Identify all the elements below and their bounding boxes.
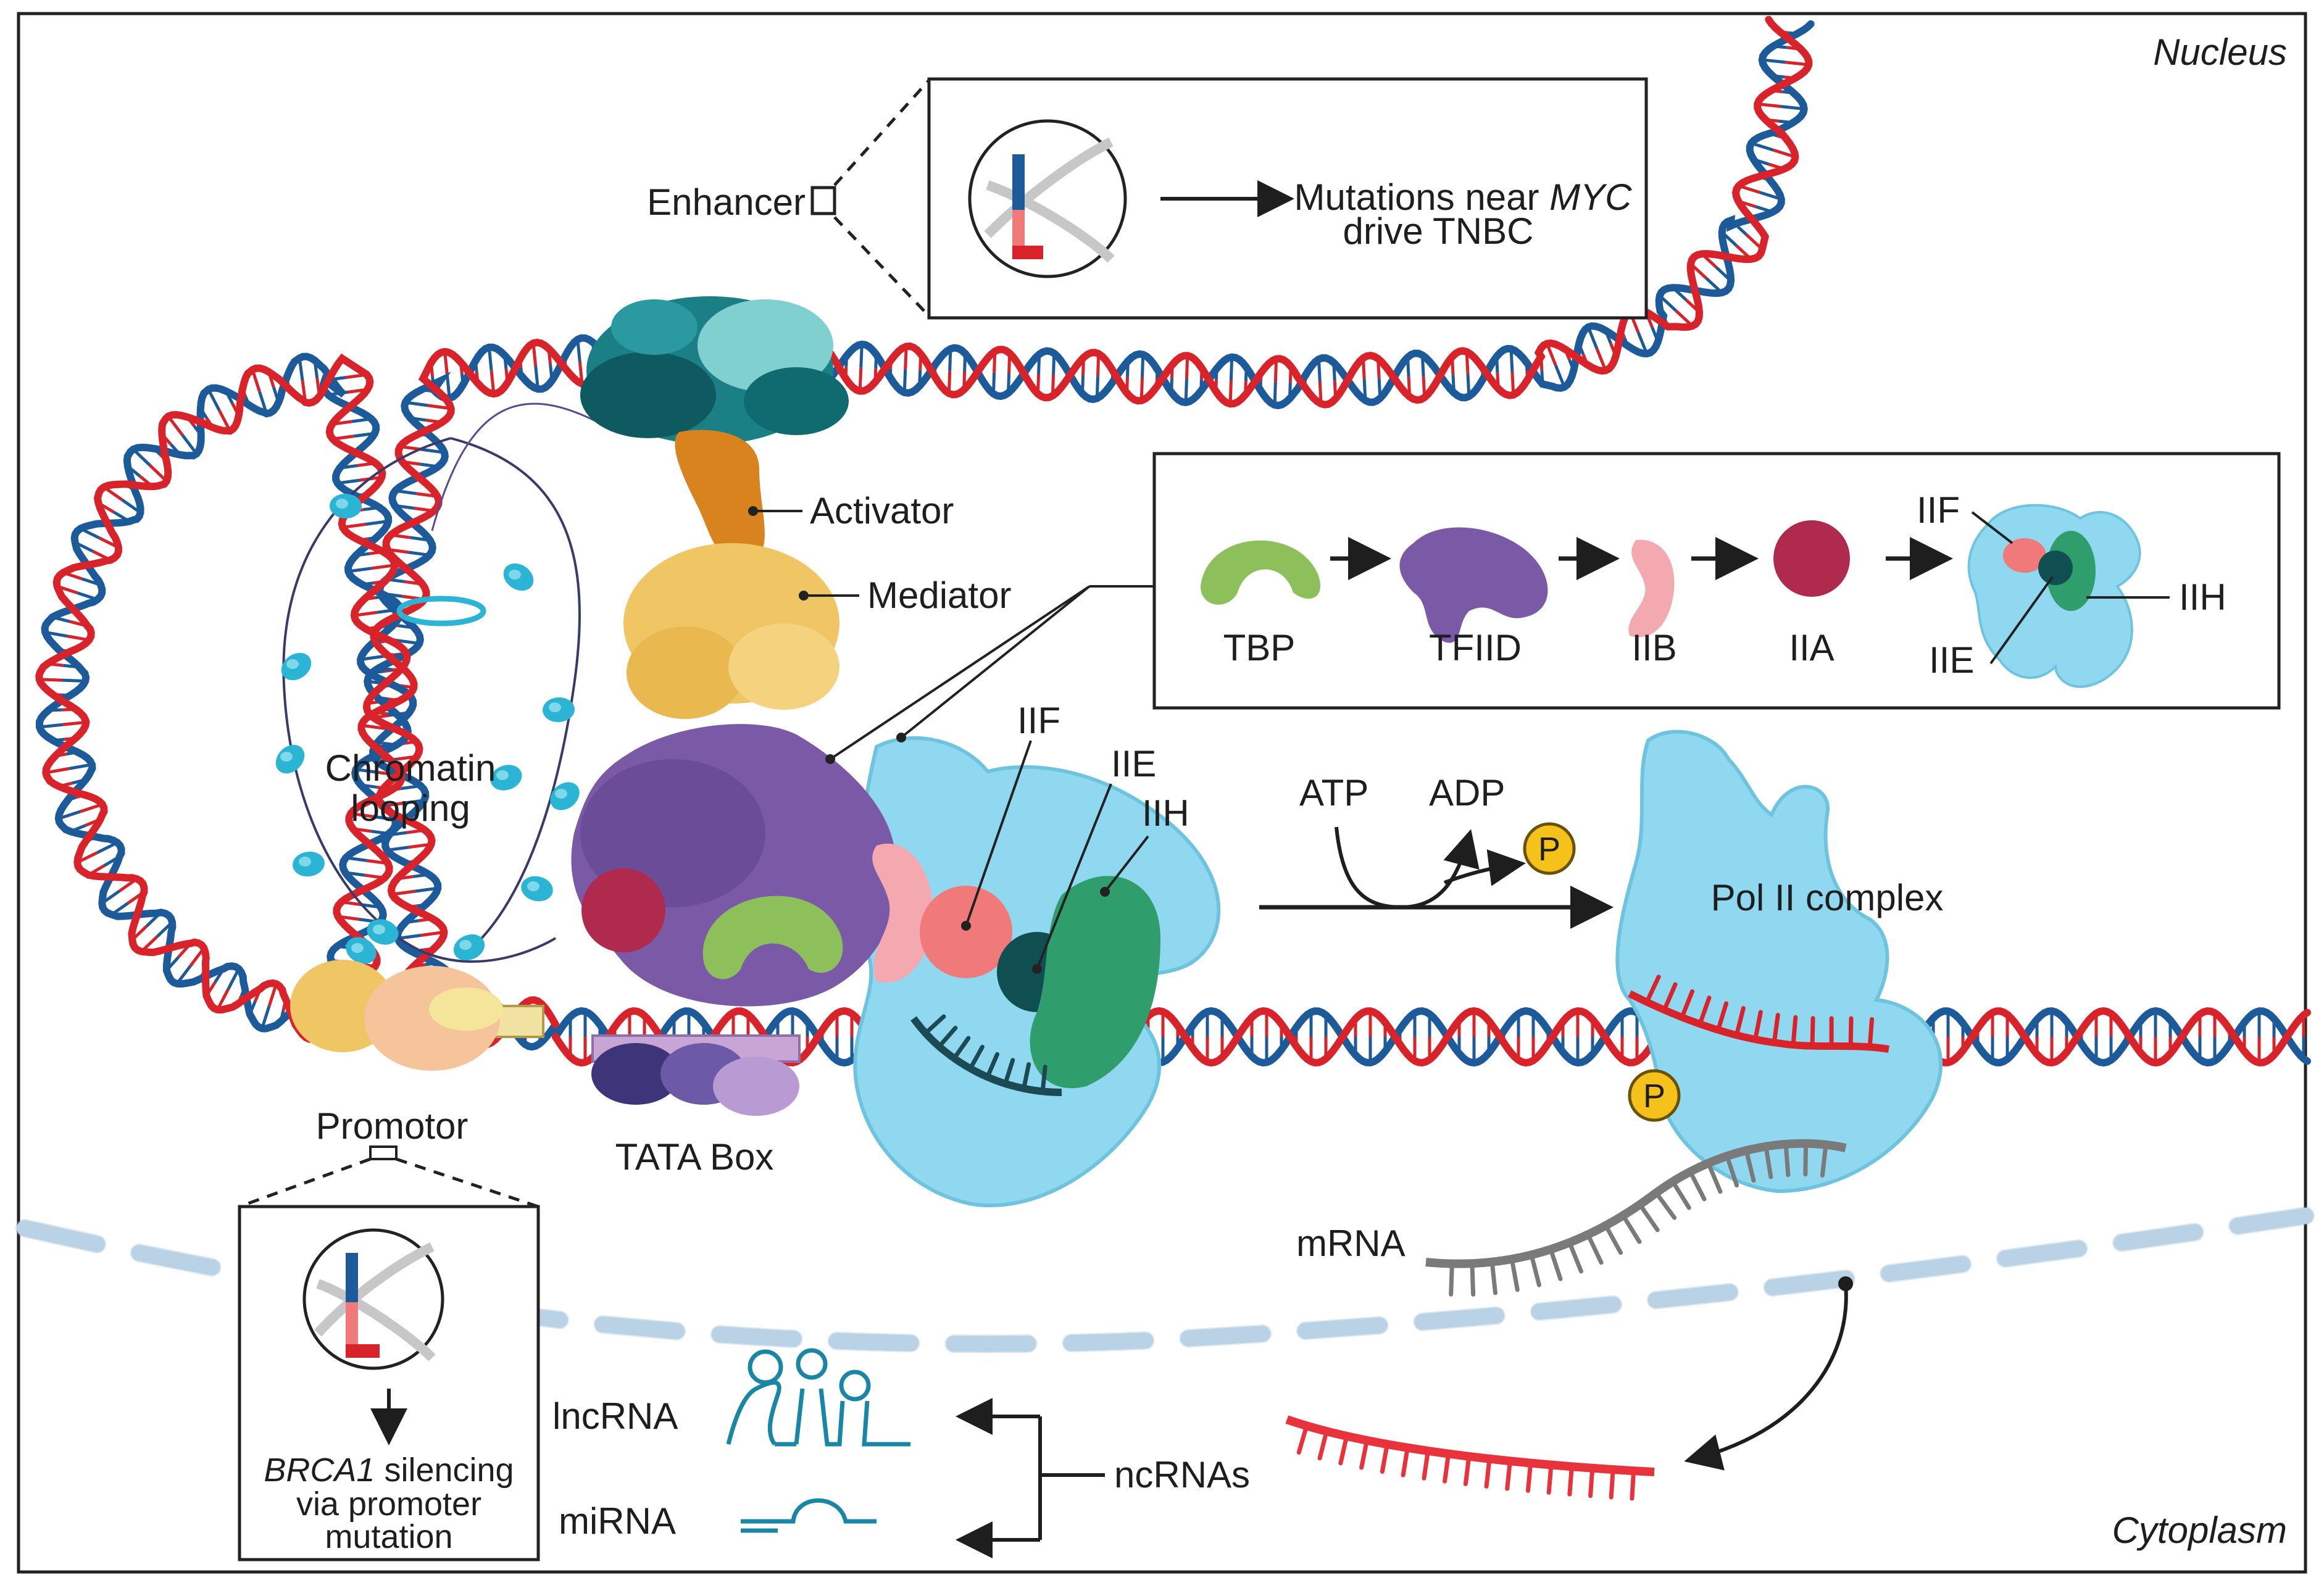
mutation-dna-icon [968, 119, 1127, 278]
inset-iia-icon [1773, 520, 1850, 597]
inset-iif-label: IIF [1917, 489, 1960, 531]
pol2-label: Pol II complex [1711, 877, 1944, 918]
enhancer-marker [810, 186, 836, 215]
iia-protein [581, 868, 665, 952]
mirna-label: miRNA [559, 1500, 676, 1542]
promoter-mutation-dna-icon [302, 1228, 444, 1370]
inset-tfiid-icon [1399, 527, 1548, 643]
mirna-hairpin-icon [741, 1498, 877, 1533]
chromatin-looping-label-1: Chromatin [325, 747, 496, 789]
mediator-protein [623, 543, 839, 719]
lncrna-hairpin-icon [726, 1348, 910, 1447]
mrna-label: mRNA [1296, 1223, 1406, 1264]
inset-tfiid-label: TFIID [1429, 627, 1522, 668]
phosphate-released-label: P [1538, 831, 1560, 868]
inset-iib-label: IIB [1631, 627, 1676, 668]
inset-pol2-complete-icon [1967, 504, 2141, 688]
figure-frame [17, 12, 2307, 1574]
pol2-phosphate-label: P [1643, 1078, 1665, 1115]
dna-double-helix [35, 15, 2311, 1067]
adp-label: ADP [1429, 772, 1505, 813]
enhancer-label: Enhancer [647, 181, 806, 223]
tbp-protein [702, 896, 843, 979]
iib-protein [872, 843, 933, 983]
mediator-label: Mediator [867, 575, 1011, 616]
pol2-phosphate [1628, 1069, 1681, 1122]
atp-label: ATP [1299, 772, 1368, 813]
tata-box-label: TATA Box [615, 1136, 774, 1178]
inset-tbp-icon [1201, 540, 1321, 605]
inset-iie-label: IIE [1929, 639, 1974, 681]
promoter-callout-line1: BRCA1 silencing [264, 1452, 514, 1489]
chromatin-loop [275, 402, 606, 964]
pol2-complex-right [1615, 730, 1943, 1194]
promoter-label: Promotor [316, 1105, 469, 1147]
inset-tbp-label: TBP [1223, 627, 1296, 668]
ncrnas-label: ncRNAs [1114, 1454, 1250, 1495]
iif-protein [920, 886, 1012, 978]
enhancer-callout-line2: drive TNBC [1343, 210, 1534, 252]
inset-iia-label: IIA [1789, 627, 1834, 668]
nucleus-label: Nucleus [2153, 31, 2287, 73]
phosphate-released [1523, 822, 1576, 875]
promoter-callout-line3: mutation [325, 1518, 452, 1555]
iih-label: IIH [1142, 792, 1189, 834]
activator-label: Activator [810, 490, 954, 531]
chromatin-looping-label-2: looping [351, 788, 470, 829]
promoter-callout-line2: via promoter [296, 1486, 481, 1523]
iif-label: IIF [1017, 700, 1060, 741]
activator-protein [675, 430, 765, 563]
iih-protein [1030, 876, 1160, 1089]
promoter-marker [369, 1145, 398, 1160]
cytoplasm-label: Cytoplasm [2112, 1510, 2287, 1551]
iie-label: IIE [1111, 743, 1156, 784]
lncrna-label: lncRNA [552, 1395, 678, 1437]
inset-iib-icon [1628, 539, 1675, 638]
inset-iih-label: IIH [2179, 576, 2226, 618]
enhancer-callout-line1: Mutations near MYC [1294, 177, 1633, 218]
enhancer-complex [580, 296, 849, 444]
mrna-strand [1425, 1139, 1847, 1268]
